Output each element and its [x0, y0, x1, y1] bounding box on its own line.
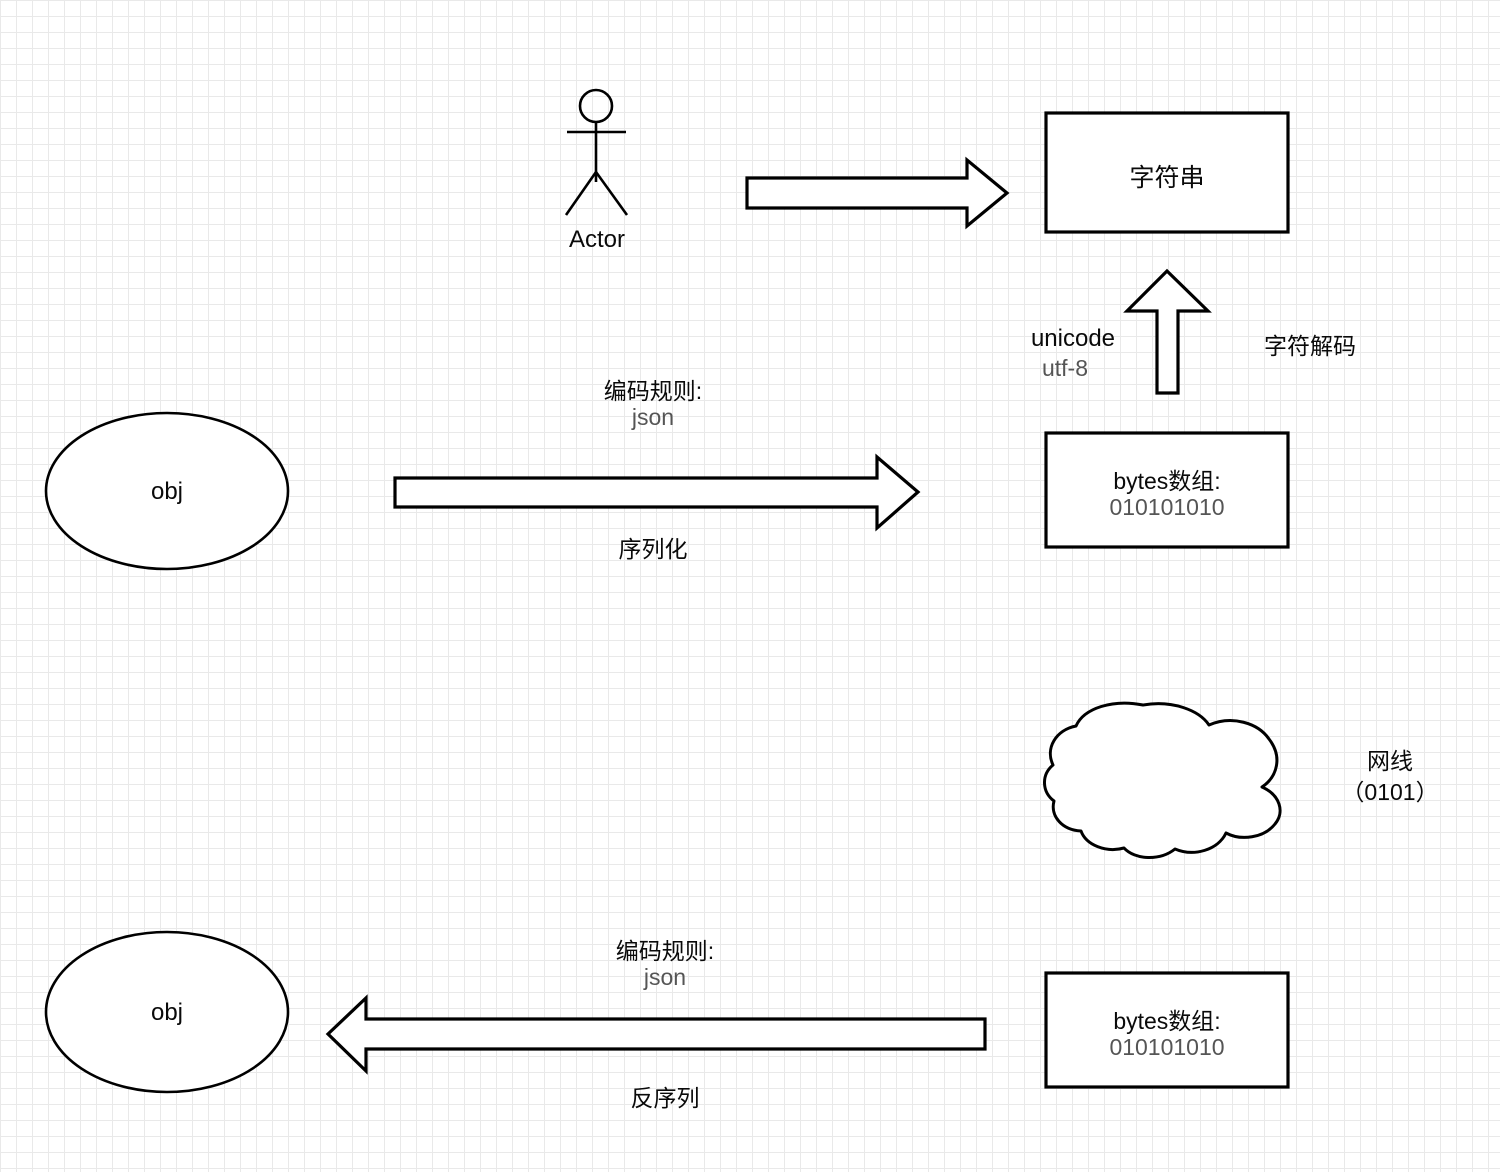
serialize-rule-title: 编码规则:: [603, 378, 703, 404]
actor-icon: [564, 88, 629, 216]
deserialize-rule-title: 编码规则:: [615, 938, 715, 964]
actor-label: Actor: [568, 226, 626, 253]
string-box-label: 字符串: [1129, 164, 1205, 192]
deserialize-action-label: 反序列: [630, 1085, 700, 1111]
deserialize-arrow: [325, 994, 987, 1075]
serialize-action-label: 序列化: [618, 536, 688, 562]
bytes-box-top-title: bytes数组:: [1113, 468, 1221, 494]
cloud-label-line2: （0101）: [1341, 779, 1439, 805]
decode-rule-unicode-label: unicode: [1030, 325, 1116, 352]
bytes-box-bottom-title: bytes数组:: [1113, 1008, 1221, 1034]
serialize-rule-value: json: [631, 404, 675, 430]
obj-top-label: obj: [150, 478, 184, 505]
cloud-label-line1: 网线: [1367, 748, 1413, 774]
bytes-box-bottom-value: 010101010: [1109, 1034, 1225, 1060]
decode-up-arrow: [1123, 268, 1212, 395]
decode-action-label: 字符解码: [1264, 333, 1356, 359]
bytes-box-top-value: 010101010: [1109, 494, 1225, 520]
cloud-shape: [1043, 701, 1282, 859]
deserialize-rule-value: json: [643, 964, 687, 990]
actor-to-string-arrow: [745, 156, 1010, 230]
decode-rule-utf8-label: utf-8: [1041, 355, 1089, 381]
obj-bottom-label: obj: [150, 999, 184, 1026]
serialize-arrow: [393, 453, 921, 532]
